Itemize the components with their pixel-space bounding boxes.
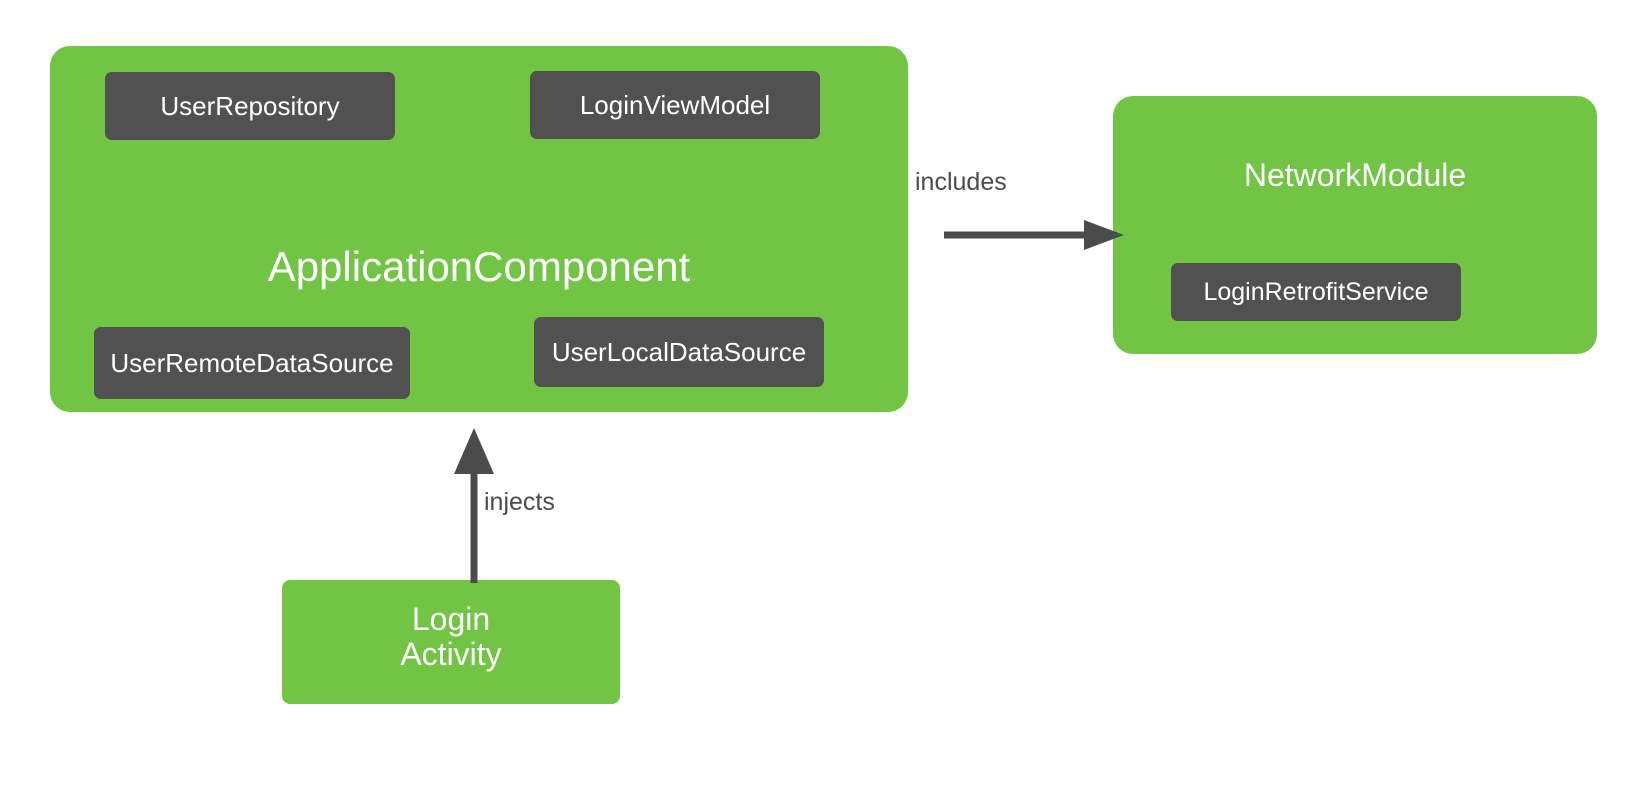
login-activity-title: Login Activity (400, 601, 502, 672)
class-box-user-remote-datasource[interactable]: UserRemoteDataSource (94, 327, 410, 399)
application-component-module[interactable]: ApplicationComponent UserRepository Logi… (50, 46, 908, 412)
injects-edge-label: injects (484, 488, 555, 516)
network-module[interactable]: NetworkModule LoginRetrofitService (1113, 96, 1597, 354)
application-component-title: ApplicationComponent (267, 243, 691, 290)
login-activity-node[interactable]: Login Activity (282, 580, 620, 704)
class-box-user-repository[interactable]: UserRepository (105, 72, 395, 140)
class-box-user-local-datasource[interactable]: UserLocalDataSource (534, 317, 824, 387)
includes-edge-label: includes (915, 168, 1007, 196)
network-module-title: NetworkModule (1243, 157, 1467, 193)
includes-arrow-icon (944, 220, 1124, 250)
class-box-login-retrofit-service[interactable]: LoginRetrofitService (1171, 263, 1461, 321)
injects-arrow-icon (454, 428, 494, 583)
class-box-login-viewmodel[interactable]: LoginViewModel (530, 71, 820, 139)
